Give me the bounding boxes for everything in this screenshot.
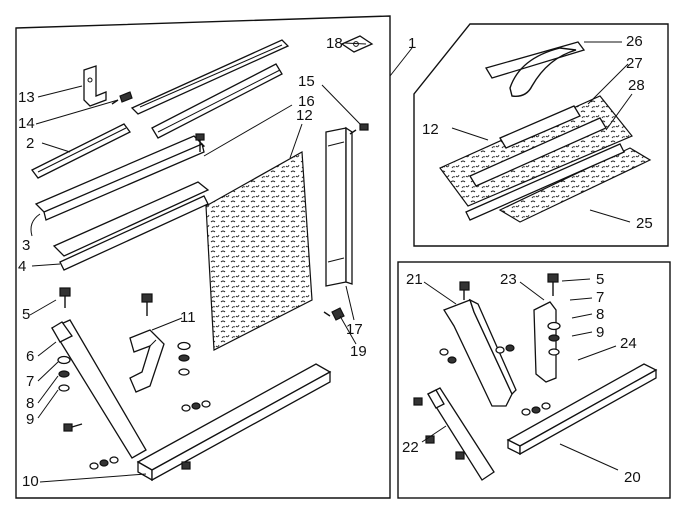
nuts-11 xyxy=(177,341,191,376)
callout-kit20-8: 8 xyxy=(596,306,605,323)
bolt-channel-10 xyxy=(181,461,191,470)
washers-7-8-9 xyxy=(57,355,71,392)
callout-kit20-5: 5 xyxy=(596,271,605,288)
callout-19: 19 xyxy=(350,343,367,360)
kit-25-border xyxy=(413,23,669,247)
callout-18: 18 xyxy=(326,35,343,52)
callout-24: 24 xyxy=(620,335,637,352)
bolt-21 xyxy=(459,281,470,300)
rail-long-4 xyxy=(52,181,210,271)
callout-25: 25 xyxy=(636,215,653,232)
rail-upper-long xyxy=(130,39,290,115)
bracket-13 xyxy=(83,65,107,107)
washers-k xyxy=(439,321,561,364)
callout-6: 6 xyxy=(26,348,35,365)
nuts-k-mid xyxy=(521,402,551,416)
bracket-23 xyxy=(533,301,557,383)
callout-kit20-7: 7 xyxy=(596,289,605,306)
callout-kit25-12: 12 xyxy=(422,121,439,138)
callout-11: 11 xyxy=(180,309,196,326)
bolt-11 xyxy=(141,293,153,316)
nuts-row-mid xyxy=(181,400,211,412)
callout-28: 28 xyxy=(628,77,645,94)
leaders-kit-20 xyxy=(421,278,619,471)
callout-26: 26 xyxy=(626,33,643,50)
rail-long-3 xyxy=(34,135,206,221)
support-arm-6 xyxy=(51,319,147,459)
kit-20-border xyxy=(397,261,671,499)
callout-1: 1 xyxy=(408,35,417,52)
screw-15 xyxy=(349,123,369,135)
kit-20-panel xyxy=(397,261,671,499)
callout-10: 10 xyxy=(22,473,39,490)
nuts-row-low xyxy=(89,456,119,470)
callout-13: 13 xyxy=(18,89,35,106)
callout-4: 4 xyxy=(18,258,27,275)
callout-8: 8 xyxy=(26,395,35,412)
bolt-lower-left xyxy=(63,423,83,432)
bolts-22 xyxy=(413,397,465,460)
kit-25-panel xyxy=(413,23,669,247)
callout-9: 9 xyxy=(26,411,35,428)
callout-17: 17 xyxy=(346,321,363,338)
callout-21: 21 xyxy=(406,271,423,288)
callout-27: 27 xyxy=(626,55,643,72)
callout-3: 3 xyxy=(22,237,31,254)
leaders-kit-25 xyxy=(451,41,633,223)
rail-second xyxy=(151,63,283,139)
callout-kit20-9: 9 xyxy=(596,324,605,341)
callout-5: 5 xyxy=(22,306,31,323)
arm-22 xyxy=(427,387,495,481)
callout-22: 22 xyxy=(402,439,419,456)
callout-2: 2 xyxy=(26,135,35,152)
callout-20: 20 xyxy=(624,469,641,486)
callout-7: 7 xyxy=(26,373,35,390)
channel-24 xyxy=(506,363,658,456)
seal-strip-26 xyxy=(485,41,586,97)
leaders-main xyxy=(29,42,413,483)
bracket-21 xyxy=(443,298,517,407)
rail-short-2 xyxy=(31,123,131,179)
main-panel-border xyxy=(15,15,391,499)
channel-17 xyxy=(325,126,353,287)
screw-16 xyxy=(195,133,205,152)
foam-ridges xyxy=(465,105,625,221)
panel-12 xyxy=(205,151,313,351)
callout-23: 23 xyxy=(500,271,517,288)
screw-14 xyxy=(111,91,133,105)
callout-15: 15 xyxy=(298,73,315,90)
callout-12: 12 xyxy=(296,107,313,124)
channel-10 xyxy=(136,363,332,482)
callout-14: 14 xyxy=(18,115,35,132)
bracket-11 xyxy=(129,329,165,393)
bolt-23 xyxy=(547,273,559,296)
main-kit-panel xyxy=(15,15,391,499)
callout-16: 16 xyxy=(298,93,315,110)
bolt-5 xyxy=(59,287,71,308)
